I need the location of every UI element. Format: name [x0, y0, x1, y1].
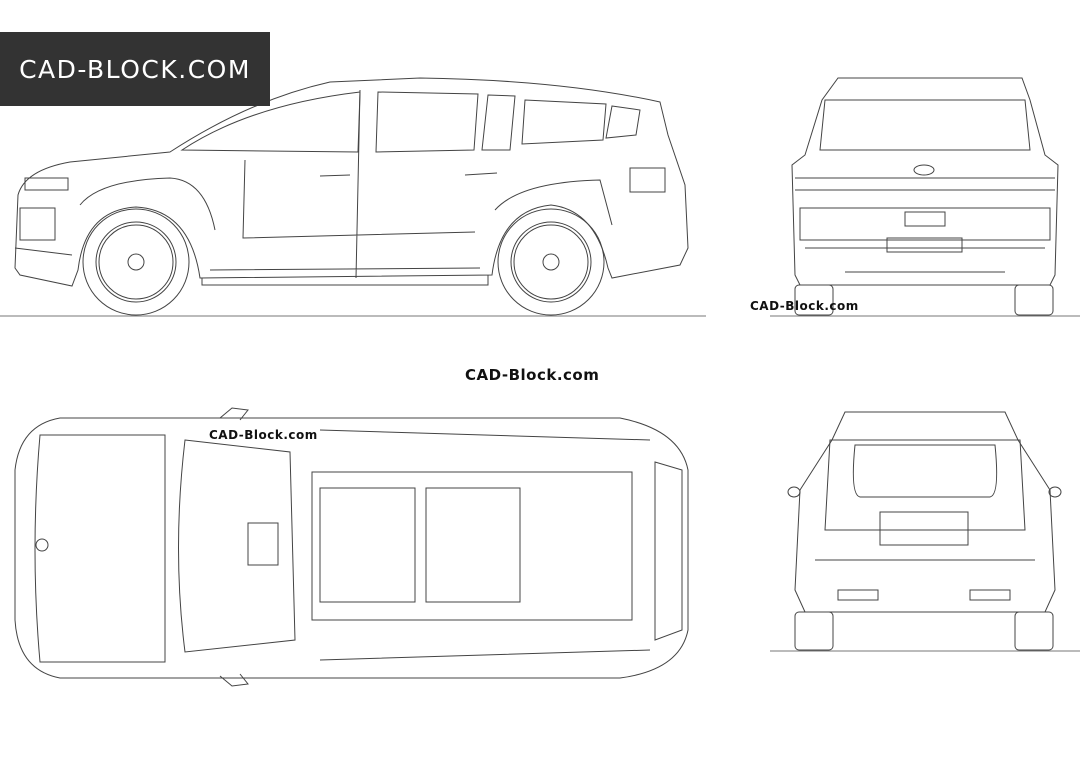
cad-block-logo: CAD-BLOCK.COM — [0, 32, 270, 106]
watermark-top-view: CAD-Block.com — [209, 428, 318, 442]
front-right-tire — [1015, 612, 1053, 650]
rear-wheel — [498, 209, 604, 315]
front-left-tire — [795, 612, 833, 650]
watermark-rear-view: CAD-Block.com — [750, 299, 859, 313]
front-wheel — [83, 209, 189, 315]
rear-right-tire — [1015, 285, 1053, 315]
hood-emblem — [36, 539, 48, 551]
rear-view — [770, 78, 1080, 316]
top-view — [15, 408, 688, 686]
side-view — [0, 78, 706, 316]
side-body-outline — [15, 78, 688, 286]
front-view — [770, 412, 1080, 651]
brand-emblem — [914, 165, 934, 175]
rear-left-tire — [795, 285, 833, 315]
watermark-center: CAD-Block.com — [465, 366, 600, 384]
side-windows — [182, 92, 640, 152]
